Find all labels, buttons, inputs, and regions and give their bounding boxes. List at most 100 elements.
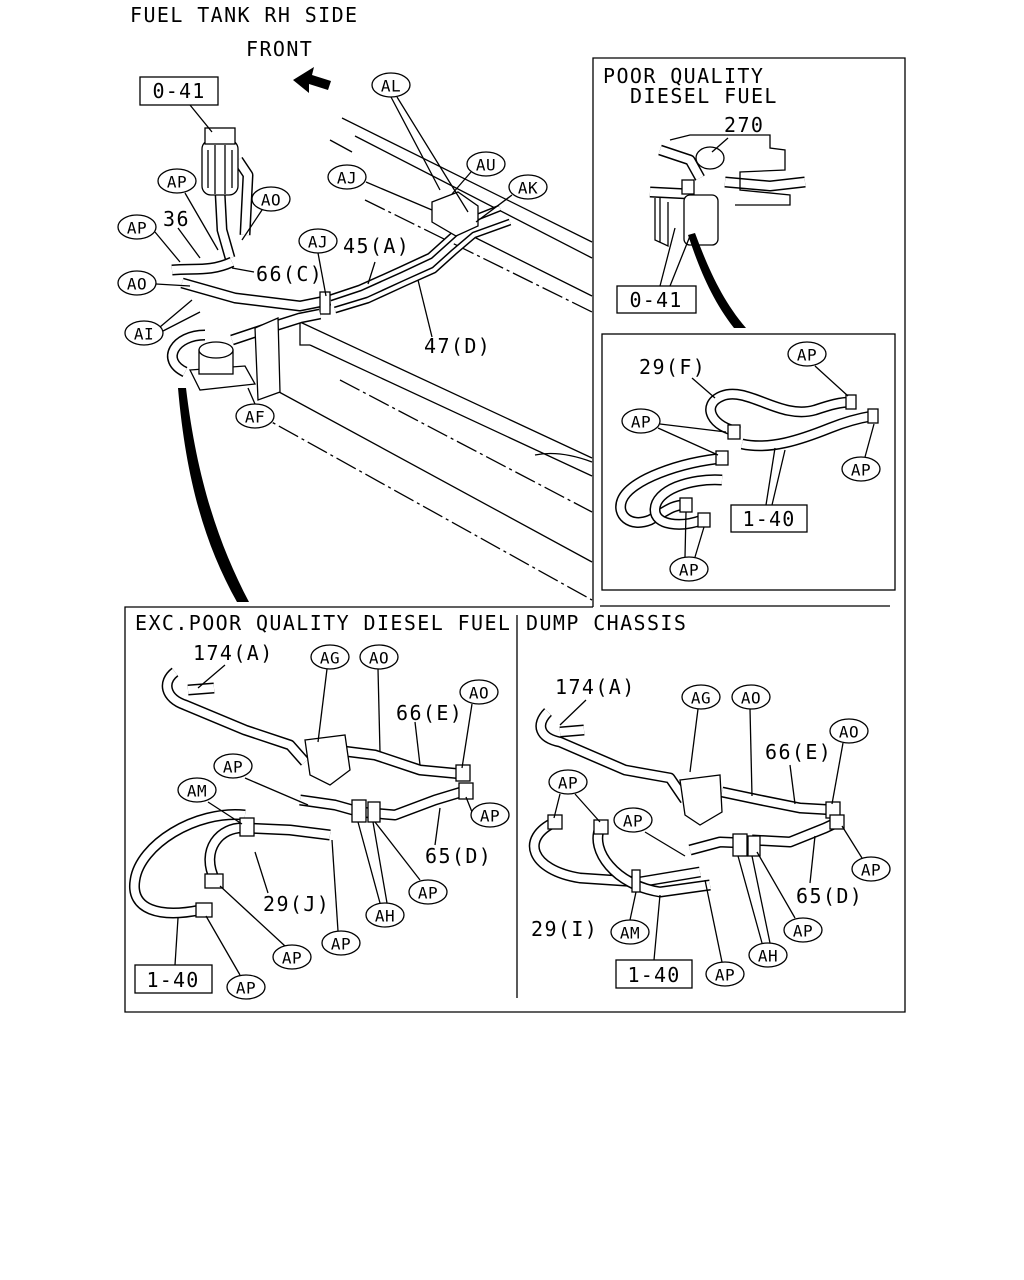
hose-fill (187, 684, 215, 694)
callout-label: AP (282, 949, 302, 968)
ref-box (730, 504, 808, 533)
callout-oval (157, 168, 197, 194)
check-valve (747, 835, 761, 857)
view-title: EXC.POOR QUALITY DIESEL FUEL (135, 611, 511, 635)
leader-line (231, 267, 255, 273)
leader-line (684, 511, 705, 558)
leader-line (559, 699, 587, 726)
frame-line (534, 452, 593, 463)
frame-centerline (364, 199, 593, 313)
leader-line (357, 821, 388, 904)
detail-pointer (178, 388, 249, 602)
clamp (319, 291, 331, 315)
callout-oval (470, 802, 510, 828)
callout-oval (177, 777, 217, 803)
hose-fill (724, 178, 806, 190)
callout-ap: AP (841, 456, 881, 482)
callout-label: AP (631, 413, 651, 432)
callout-label: AO (469, 684, 489, 703)
hose-fill (230, 310, 321, 344)
ref-box-label: 1-40 (147, 968, 200, 992)
check-valve (351, 799, 367, 823)
ref-box (616, 285, 697, 314)
clamp (593, 819, 609, 835)
callout-oval (408, 879, 448, 905)
pipe-loop (654, 198, 669, 248)
callout-oval (371, 72, 411, 98)
leader-line (154, 231, 181, 263)
part-number-174a: 174(A) (193, 641, 274, 665)
callout-label: AP (793, 922, 813, 941)
callout-am: AM (610, 919, 650, 945)
callout-ap: AP (321, 930, 361, 956)
leader-line (657, 423, 727, 456)
callout-label: AG (320, 649, 340, 668)
view-title: DUMP CHASSIS (526, 611, 687, 635)
callout-ao: AO (359, 644, 399, 670)
callout-label: AP (480, 807, 500, 826)
leader-line (737, 855, 771, 944)
callout-label: AO (369, 649, 389, 668)
callout-oval (298, 228, 338, 254)
leader-line (841, 825, 863, 859)
connector-block (431, 191, 479, 237)
callout-ap: AP (613, 807, 653, 833)
panel-borders (124, 57, 906, 1013)
separator-dome (695, 146, 725, 170)
ref-box-0-41: 0-41 (616, 285, 697, 314)
clamp (845, 394, 857, 410)
callout-label: AK (518, 179, 538, 198)
clamp (195, 902, 213, 918)
leader-line (241, 209, 263, 241)
detail-border (601, 333, 896, 591)
callout-oval (321, 930, 361, 956)
leader-line (365, 181, 433, 211)
detail-pointer (688, 233, 746, 328)
callout-label: AI (134, 325, 154, 344)
callout-oval (787, 341, 827, 367)
callout-oval (851, 856, 891, 882)
filter-cap (204, 127, 236, 145)
callout-label: AL (381, 77, 401, 96)
leader-line (374, 821, 421, 881)
ref-box-0-41: 0-41 (139, 76, 219, 106)
callout-ap: AP (787, 341, 827, 367)
callout-ag: AG (681, 684, 721, 710)
callout-label: AU (476, 156, 496, 175)
callout-label: AP (236, 979, 256, 998)
callout-oval (459, 679, 499, 705)
callout-label: AP (331, 935, 351, 954)
clamp (239, 817, 255, 837)
callout-oval (621, 408, 661, 434)
callout-label: AP (851, 461, 871, 480)
mounting-bracket (254, 317, 281, 401)
leader-line (247, 387, 256, 405)
hose-fill (168, 331, 206, 376)
callout-ap: AP (548, 769, 588, 795)
separator-body (683, 194, 719, 246)
callout-oval (226, 974, 266, 1000)
leader-line (177, 227, 201, 259)
poor-quality-view: POOR QUALITY DIESEL FUEL 270 0-41 (603, 64, 881, 582)
callout-ao: AO (731, 684, 771, 710)
callout-oval (613, 807, 653, 833)
hose-66e-fill (334, 746, 463, 778)
fuel-filter-lower (167, 308, 322, 401)
callout-label: AJ (308, 233, 328, 252)
mount-bracket (669, 134, 791, 206)
hose-fill (216, 191, 234, 260)
callout-ap: AP (470, 802, 510, 828)
leader-line (629, 891, 637, 921)
callout-oval (548, 769, 588, 795)
callout-ap: AP (669, 556, 709, 582)
part-number-270: 270 (724, 113, 764, 137)
leader-line (434, 807, 441, 846)
callout-oval (117, 214, 157, 240)
junction-block (679, 774, 723, 826)
callout-label: AH (375, 907, 395, 926)
callout-ao: AO (459, 679, 499, 705)
leader-line (711, 137, 729, 153)
part-number-29j: 29(J) (263, 892, 330, 916)
clamp (631, 869, 641, 893)
